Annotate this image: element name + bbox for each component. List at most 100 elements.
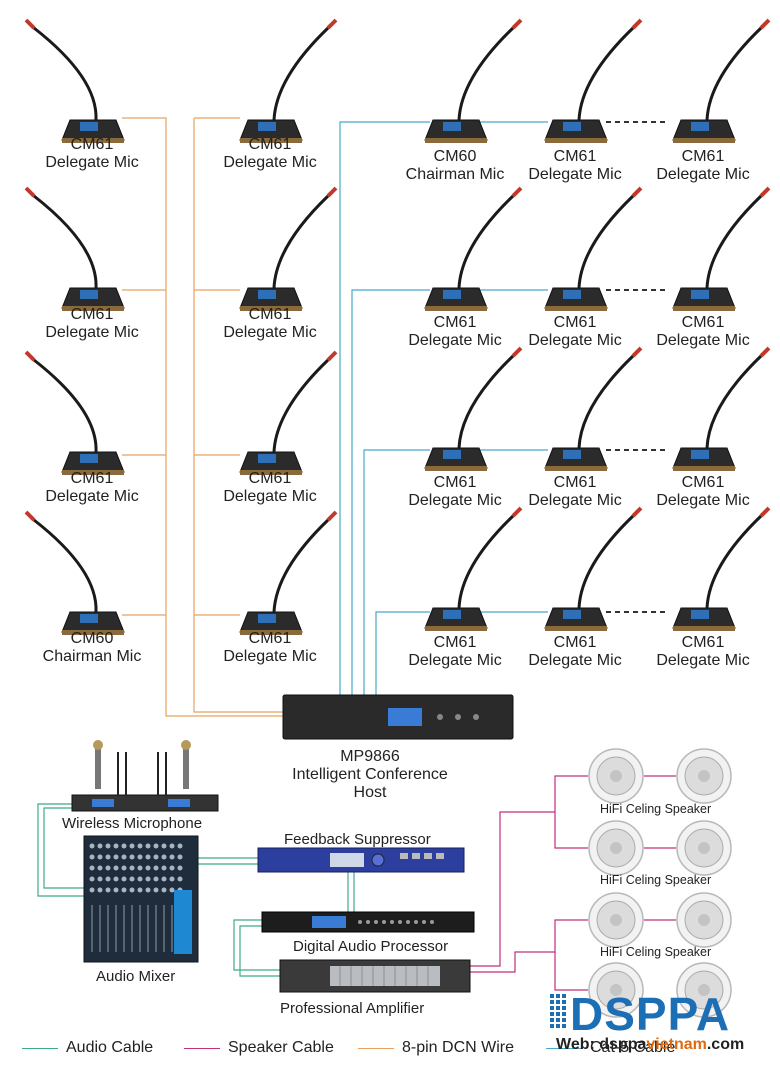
mic-base-trim xyxy=(673,306,735,311)
mixer-knob xyxy=(177,876,183,882)
mixer-knob xyxy=(121,843,127,849)
web-mid: vietnam xyxy=(646,1036,707,1053)
mic-screen xyxy=(691,290,709,299)
mic-unit xyxy=(544,186,643,311)
processor-led xyxy=(422,920,426,924)
audio-processor-to-amp xyxy=(239,925,280,977)
mixer-knob xyxy=(129,865,135,871)
mixer-knob xyxy=(113,876,119,882)
mixer-knob xyxy=(121,854,127,860)
suppressor-button xyxy=(400,853,408,859)
receiver-display xyxy=(168,799,190,807)
mic-tip-icon xyxy=(24,186,36,198)
mic-model: CM61 xyxy=(70,306,114,323)
processor-led xyxy=(406,920,410,924)
mic-base-trim xyxy=(545,466,607,471)
dcn-wire-left-trunk xyxy=(122,117,283,717)
mic-tip-icon xyxy=(631,346,643,358)
speaker-center xyxy=(698,770,710,782)
mic-tip-icon xyxy=(511,186,523,198)
mic-tip-icon xyxy=(759,186,771,198)
audio-wireless-to-mixer xyxy=(43,807,84,889)
mic-gooseneck xyxy=(577,194,635,289)
mic-gooseneck xyxy=(272,26,330,121)
mic-gooseneck xyxy=(457,194,515,289)
mic-tip-icon xyxy=(24,18,36,30)
mic-model: CM61 xyxy=(433,634,477,651)
mic-base-trim xyxy=(62,470,124,475)
mic-gooseneck xyxy=(457,354,515,449)
mic-screen xyxy=(258,290,276,299)
mixer-knob xyxy=(161,843,167,849)
mixer-knob xyxy=(177,854,183,860)
speaker-label: HiFi Celing Speaker xyxy=(600,873,712,887)
suppressor-button xyxy=(436,853,444,859)
speaker-label: HiFi Celing Speaker xyxy=(600,945,712,959)
mic-screen xyxy=(443,122,461,131)
mixer-knob xyxy=(145,887,151,893)
web-suffix: .com xyxy=(706,1036,745,1053)
mic-base-trim xyxy=(240,630,302,635)
mic-role: Delegate Mic xyxy=(45,324,139,341)
suppressor-knob xyxy=(371,853,385,867)
speaker-cable-2b xyxy=(554,952,588,991)
mic-base-trim xyxy=(545,306,607,311)
mic-base-trim xyxy=(62,630,124,635)
speaker-cable-1b xyxy=(554,812,588,849)
mic-tip-icon xyxy=(326,350,338,362)
speaker-label: HiFi Celing Speaker xyxy=(600,802,712,816)
mic-model: CM60 xyxy=(70,630,114,647)
mic-role: Delegate Mic xyxy=(45,488,139,505)
speaker-center xyxy=(610,914,622,926)
mic-unit xyxy=(239,350,338,475)
legend-audio-label: Audio Cable xyxy=(66,1039,154,1056)
mic-unit xyxy=(424,346,523,471)
mic-unit xyxy=(424,18,523,143)
mic-screen xyxy=(258,614,276,623)
mic-base-trim xyxy=(545,626,607,631)
mic-gooseneck xyxy=(272,194,330,289)
cat5-row2 xyxy=(351,289,430,700)
mic-screen xyxy=(80,122,98,131)
mic-unit xyxy=(672,18,771,143)
speaker-cable-1 xyxy=(470,775,588,967)
host-knob xyxy=(473,714,479,720)
handheld-mic-head xyxy=(181,740,191,750)
mic-model: CM61 xyxy=(248,306,292,323)
mixer-knob xyxy=(137,865,143,871)
mic-tip-icon xyxy=(759,346,771,358)
audio-mixer-label: Audio Mixer xyxy=(96,968,176,985)
mixer-knob xyxy=(89,865,95,871)
mic-role: Chairman Mic xyxy=(405,166,505,183)
mic-tip-icon xyxy=(511,346,523,358)
mic-gooseneck xyxy=(705,514,763,609)
mic-screen xyxy=(80,454,98,463)
mic-unit xyxy=(24,510,125,635)
mixer-knob xyxy=(137,887,143,893)
processor-led xyxy=(398,920,402,924)
mic-unit xyxy=(424,506,523,631)
mic-base-trim xyxy=(673,626,735,631)
processor-led xyxy=(390,920,394,924)
mic-base-trim xyxy=(62,306,124,311)
mic-screen xyxy=(258,454,276,463)
mic-role: Delegate Mic xyxy=(528,492,622,509)
mic-base-trim xyxy=(240,470,302,475)
mic-role: Delegate Mic xyxy=(408,652,502,669)
mic-role: Delegate Mic xyxy=(223,648,317,665)
mic-tip-icon xyxy=(759,506,771,518)
mixer-knob xyxy=(97,887,103,893)
mic-screen xyxy=(258,122,276,131)
amplifier-panel xyxy=(330,966,440,986)
mic-screen xyxy=(80,614,98,623)
mixer-knob xyxy=(169,865,175,871)
mic-screen xyxy=(691,610,709,619)
mic-screen xyxy=(563,610,581,619)
mixer-knob xyxy=(169,876,175,882)
